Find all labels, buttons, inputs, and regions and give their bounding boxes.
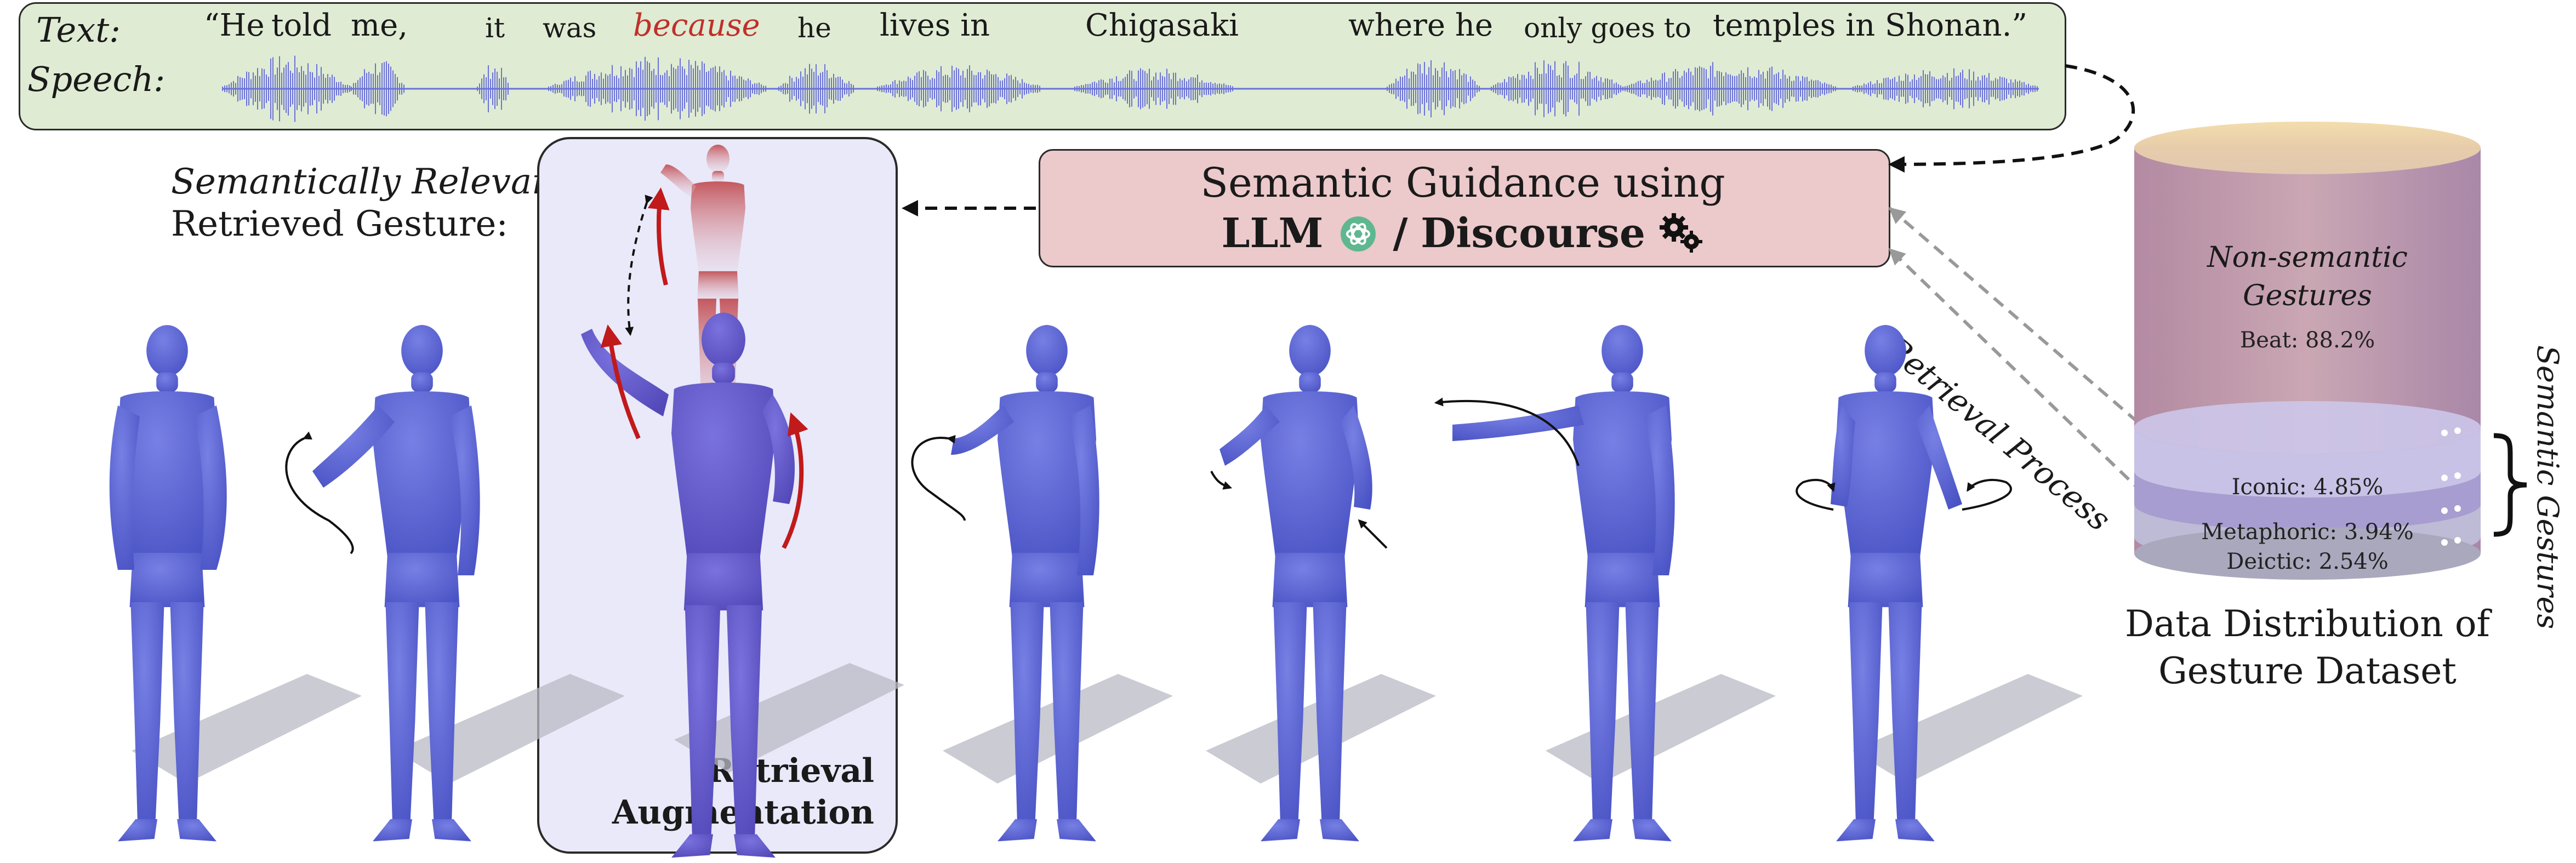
word: Chigasaki [1085,8,1239,43]
dataset-caption-line1: Data Distribution of [2125,603,2490,645]
llm-label: LLM [1221,210,1324,257]
nonsemantic-line1: Non-semantic [2207,241,2408,274]
metaphoric-percent: Metaphoric: 3.94% [2201,519,2414,545]
figure-7 [1831,325,1962,842]
text-speech-bar [19,2,2066,130]
iconic-percent: Iconic: 4.85% [2231,475,2384,500]
beat-percent: Beat: 88.2% [2239,328,2375,353]
deictic-percent: Deictic: 2.54% [2226,549,2389,574]
figure-1 [109,325,227,842]
waveform-bars [222,55,2038,122]
figure-5 [1219,325,1372,842]
retrieved-label-line1: Semantically Relevant [171,162,569,202]
nonsemantic-line2: Gestures [2243,279,2372,312]
dataset-caption-line2: Gesture Dataset [2158,650,2457,692]
word: where he [1348,8,1494,43]
figure-red-ghost [660,145,745,432]
semantic-brace [2493,433,2527,537]
speech-waveform [222,55,2039,122]
word: he [797,12,831,44]
guidance-line1: Semantic Guidance using [1200,159,1725,207]
dataset-cylinder [2134,122,2481,580]
word: told [271,8,332,43]
word: temples in Shonan.” [1713,8,2028,43]
retrieved-label-line2: Retrieved Gesture: [171,204,508,244]
gears-icon [1659,212,1705,254]
word: only goes to [1524,12,1691,44]
figure-2 [312,325,480,842]
guidance-line2: LLM / Discourse [1039,207,1887,260]
speech-row-label: Speech: [27,59,166,99]
transcript-words: “He told me, it was because he lives in … [0,0,2576,55]
openai-logo-icon [1340,213,1377,252]
word-highlighted: because [633,8,760,43]
separator: / [1393,210,1408,257]
word: lives in [880,8,990,43]
word: was [543,12,597,44]
word: me, [351,8,408,43]
discourse-label: Discourse [1421,210,1645,257]
word: it [485,12,505,44]
figure-4 [951,325,1099,842]
word: “He [204,8,265,43]
text-row-label: Text: [36,10,121,50]
figure-3 [581,312,795,858]
figure-6 [1452,325,1675,842]
